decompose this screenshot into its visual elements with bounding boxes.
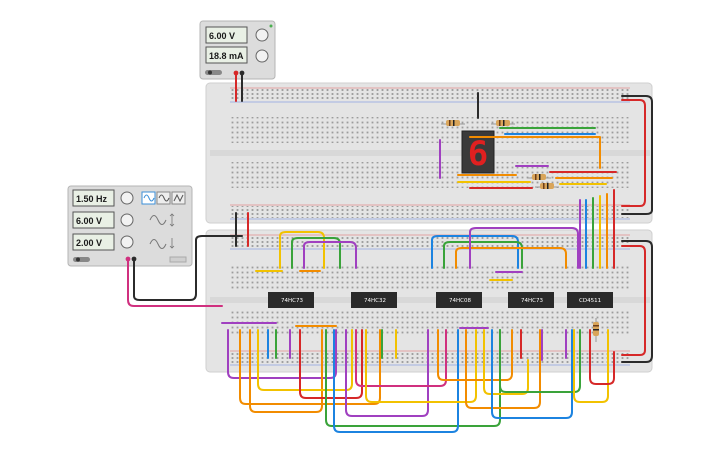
function-generator[interactable]: 1.50 Hz 6.00 V 2.00 V — [67, 185, 193, 267]
resistor[interactable] — [527, 174, 551, 180]
square-wave-icon — [173, 193, 184, 203]
wire-purple[interactable] — [227, 329, 337, 379]
seven-segment-digit: 6 — [468, 134, 488, 174]
wire-purple[interactable] — [345, 329, 429, 417]
wire-orange[interactable] — [239, 329, 381, 405]
wire-orange[interactable] — [465, 329, 541, 409]
amplitude-icon — [149, 215, 167, 225]
chip-2[interactable] — [351, 292, 397, 308]
wire-green[interactable] — [499, 329, 581, 393]
resistor[interactable] — [491, 120, 515, 126]
ic-chips[interactable]: 74HC73 74HC32 74HC08 74HC73 CD4511 — [268, 292, 613, 308]
voltage-display: 6.00 V — [209, 31, 235, 41]
wire-orange[interactable] — [455, 247, 567, 269]
sine-wave-icon — [143, 194, 155, 202]
wire-red[interactable] — [621, 245, 646, 356]
wire-red[interactable] — [589, 329, 615, 385]
power-indicator-icon — [269, 24, 273, 28]
wire-magenta[interactable] — [127, 258, 223, 307]
power-supply[interactable]: 6.00 V 18.8 mA — [199, 20, 276, 80]
wire-blue[interactable] — [491, 329, 573, 419]
chip-5[interactable] — [567, 292, 613, 308]
wire-orange[interactable] — [437, 329, 513, 381]
amplitude-display: 6.00 V — [76, 216, 102, 226]
resistor[interactable] — [441, 120, 465, 126]
wire-purple[interactable] — [303, 241, 357, 269]
resistor[interactable] — [593, 318, 599, 342]
offset-display: 2.00 V — [76, 238, 102, 248]
wires[interactable] — [127, 72, 653, 433]
resistors[interactable] — [441, 120, 599, 342]
chip-1-label: 74HC73 — [281, 298, 303, 304]
wire-red[interactable] — [299, 329, 363, 399]
chip-3-label: 74HC08 — [449, 298, 471, 304]
wire-black[interactable] — [133, 235, 243, 301]
wire-orange[interactable] — [469, 136, 601, 169]
wire-purple[interactable] — [469, 227, 579, 269]
triangle-wave-icon — [158, 194, 170, 202]
wire-yellow[interactable] — [483, 329, 529, 395]
resistor[interactable] — [535, 183, 559, 189]
amplitude-knob[interactable] — [120, 213, 134, 227]
wire-black[interactable] — [621, 95, 653, 215]
wire-magenta[interactable] — [355, 329, 447, 387]
wire-yellow[interactable] — [573, 329, 609, 403]
wire-red[interactable] — [621, 99, 646, 207]
current-display: 18.8 mA — [209, 51, 244, 61]
offset-icon — [149, 239, 167, 249]
wire-yellow[interactable] — [257, 329, 353, 391]
wire-black[interactable] — [621, 240, 653, 363]
chip-1[interactable] — [268, 292, 314, 308]
frequency-display: 1.50 Hz — [76, 194, 108, 204]
frequency-knob[interactable] — [120, 191, 134, 205]
current-knob[interactable] — [255, 49, 269, 63]
voltage-knob[interactable] — [255, 28, 269, 42]
wire-blue[interactable] — [333, 329, 459, 433]
chip-4[interactable] — [508, 292, 554, 308]
chip-4-label: 74HC73 — [521, 298, 543, 304]
wire-yellow[interactable] — [365, 329, 477, 403]
wire-blue[interactable] — [431, 235, 519, 269]
wire-orange[interactable] — [249, 329, 323, 413]
wire-yellow[interactable] — [279, 231, 325, 269]
power-switch[interactable] — [205, 70, 222, 75]
generator-switch[interactable] — [73, 257, 90, 262]
wire-green[interactable] — [325, 329, 501, 427]
wire-green[interactable] — [443, 241, 523, 269]
chip-2-label: 74HC32 — [364, 298, 386, 304]
offset-knob[interactable] — [120, 235, 134, 249]
chip-5-label: CD4511 — [579, 298, 601, 304]
chip-3[interactable] — [436, 292, 482, 308]
